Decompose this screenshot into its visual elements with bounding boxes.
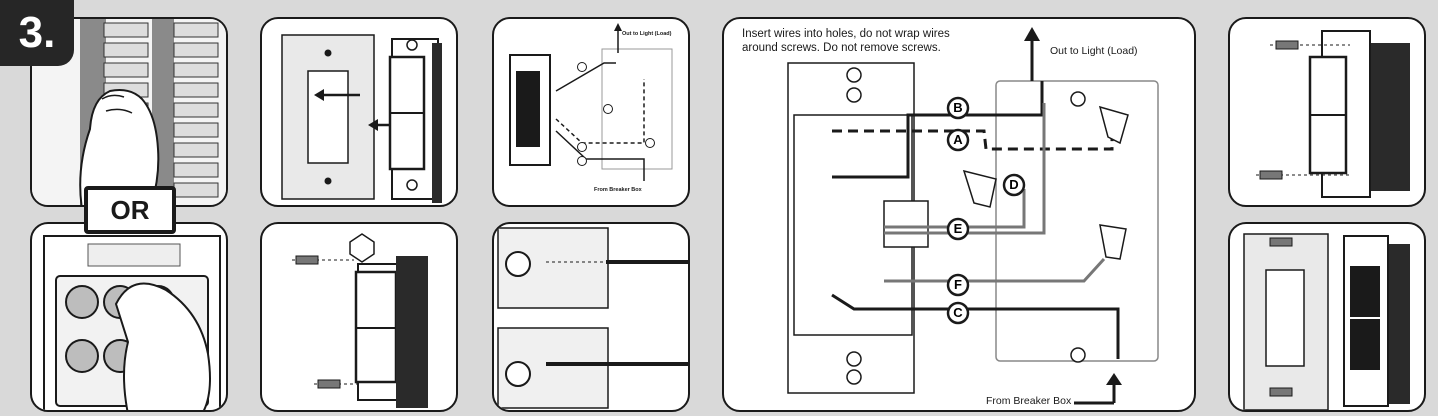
insert-wire-closeup-drawing	[497, 227, 688, 409]
fuse-box-illustration	[30, 222, 228, 412]
step-number-badge: 3.	[0, 0, 74, 66]
load-wire-label: Out to Light (Load)	[1050, 45, 1138, 57]
wire-letter-a: A	[953, 132, 963, 147]
insert-wire-closeup	[492, 222, 690, 412]
attach-wall-plate-illustration	[1228, 222, 1426, 412]
remove-wall-plate-drawing	[281, 34, 442, 203]
wire-letter-b: B	[953, 100, 963, 115]
wiring-instruction-text: Insert wires into holes, do not wrap wir…	[742, 28, 950, 54]
wire-letter-f: F	[954, 277, 962, 292]
mini-wiring-diagram: Out to Light (Load) From Breaker Box	[492, 17, 690, 207]
remove-wall-plate-illustration	[260, 17, 458, 207]
main-wiring-drawing	[787, 27, 1159, 405]
attach-switch-drawing	[1256, 30, 1410, 198]
fuse-box-drawing	[43, 235, 221, 410]
wire-letter-c: C	[953, 305, 963, 320]
mini-wiring-drawing	[509, 23, 673, 181]
remove-switch-screws-drawing	[292, 233, 428, 408]
remove-switch-screws-illustration	[260, 222, 458, 412]
attach-wall-plate-drawing	[1243, 233, 1410, 410]
attach-switch-illustration	[1228, 17, 1426, 207]
mini-load-label: Out to Light (Load)	[622, 31, 672, 37]
mini-breaker-label: From Breaker Box	[594, 187, 642, 193]
or-label: OR	[84, 186, 176, 234]
wire-letter-d: D	[1009, 177, 1019, 192]
breaker-wire-label: From Breaker Box	[986, 395, 1072, 407]
wire-letter-e: E	[953, 221, 963, 236]
main-wiring-diagram: Insert wires into holes, do not wrap wir…	[722, 17, 1196, 412]
